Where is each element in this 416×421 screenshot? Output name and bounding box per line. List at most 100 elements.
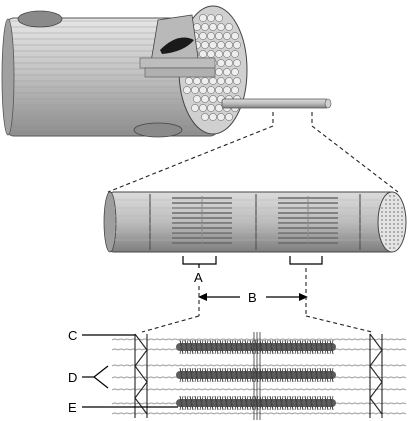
enlarged-myofibril [103,191,407,253]
myosin-head [239,339,244,355]
myosin-head [279,367,284,383]
myofibril-end [191,104,199,112]
myosin-head [259,395,264,411]
myosin-head [329,395,334,411]
z-disc-right [369,333,383,418]
label-e: E [68,400,77,415]
filament-dot [389,199,391,201]
filament-dot [397,199,399,201]
protruding-myofibrils [139,57,216,78]
filament-dot [389,243,391,245]
filament-dot [389,211,391,213]
filament-dot [385,203,387,205]
myosin-head [244,367,249,383]
myosin-head [309,395,314,411]
myofibril-end [209,77,217,85]
myosin-head [319,395,324,411]
myofibril-end [223,68,231,76]
myofibril-end [193,23,201,31]
myosin-head [224,367,229,383]
myosin-head [284,367,289,383]
filament-dot [381,235,383,237]
myofibril-body [107,191,397,253]
filament-dot [393,195,395,197]
filament-dot [385,211,387,213]
filament-dot [389,207,391,209]
myosin-head [279,395,284,411]
myofibril-end [191,86,199,94]
myosin-head [199,339,204,355]
myosin-head [234,367,239,383]
myosin-head [234,339,239,355]
myofibril-end [223,86,231,94]
myosin-head [254,367,259,383]
myofibril-left-end [103,191,117,253]
filament-dot [385,215,387,217]
myosin-head [184,367,189,383]
filament-dot [381,227,383,229]
myofibril-end [207,50,215,58]
sarcolemma-opening [160,37,194,54]
myosin-head [229,339,234,355]
myosin-head [314,367,319,383]
filament-dot [385,243,387,245]
myosin-head [214,395,219,411]
zoom-lines-top [107,112,399,193]
filament-dot [397,243,399,245]
filament-dot [397,239,399,241]
myofibril-end [201,113,209,121]
myosin-head [179,339,184,355]
myofibril-end [225,23,233,31]
myosin-head [314,395,319,411]
myosin-head [259,339,264,355]
myofibril-end [199,104,207,112]
myosin-head [299,367,304,383]
myofibril-end [233,77,241,85]
filament-dot [393,215,395,217]
thin-filament [111,388,407,391]
nucleus-top [17,10,63,28]
myofibril-end [199,32,207,40]
myofibril-end [217,23,225,31]
filament-dot [385,239,387,241]
thin-filament [111,364,407,367]
filament-dot [397,215,399,217]
myosin-head [264,339,269,355]
filament-dot [393,203,395,205]
filament-dot [401,219,403,221]
filament-dot [393,239,395,241]
myosin-head [199,395,204,411]
myofibril-end [215,14,223,22]
myofibril-end [233,59,241,67]
myofibril-end [217,113,225,121]
myofibril-end [201,95,209,103]
myosin-head [294,367,299,383]
myofibril-end [231,32,239,40]
filament-dot [381,223,383,225]
label-d-pointer [82,365,109,389]
myosin-head [289,395,294,411]
myosin-head [264,367,269,383]
myosin-head [299,339,304,355]
myofibril-end [215,104,223,112]
myosin-head [299,395,304,411]
myosin-head [244,395,249,411]
myosin-head [269,395,274,411]
filament-dot [381,215,383,217]
filament-dot [397,207,399,209]
myosin-head [304,339,309,355]
zoom-lines-bottom [141,268,373,333]
myosin-head [274,367,279,383]
myosin-head [189,395,194,411]
filament-dot [397,203,399,205]
filament-dot [393,243,395,245]
filament-dot [381,211,383,213]
extracted-myofibril [221,98,329,109]
filament-dot [381,207,383,209]
myofibril-end [201,77,209,85]
filament-dot [393,211,395,213]
myofibril-end [225,77,233,85]
myofibril-end [201,41,209,49]
myosin-head [209,367,214,383]
